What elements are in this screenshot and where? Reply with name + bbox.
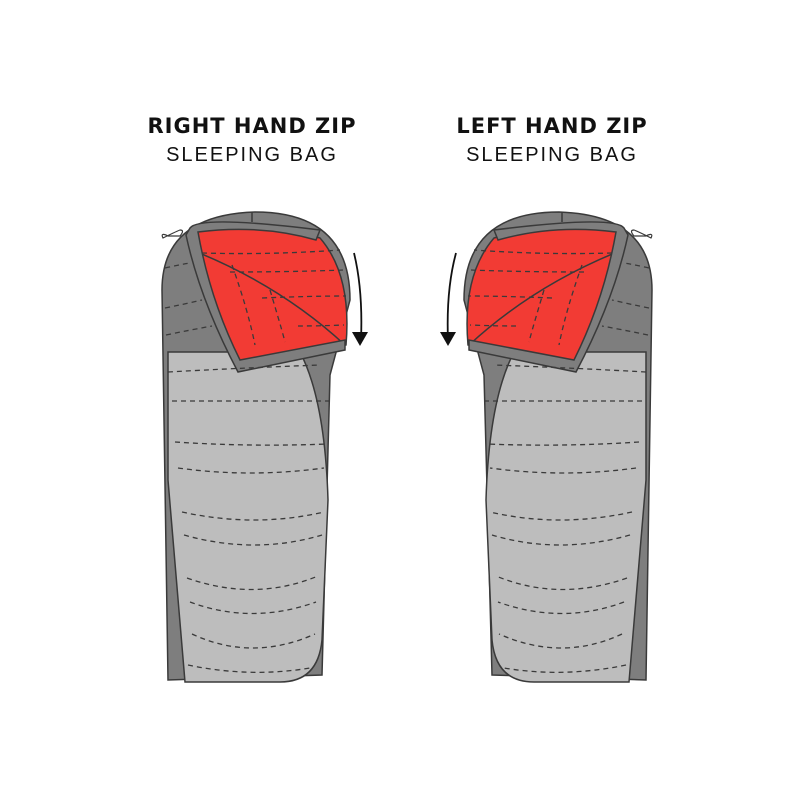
arrow-down-icon xyxy=(352,252,368,346)
arrow-down-icon xyxy=(440,252,457,346)
title-sub: SLEEPING BAG xyxy=(466,144,638,166)
left-hand-zip-bag xyxy=(463,211,653,683)
right-hand-zip-title: RIGHT HAND ZIP SLEEPING BAG xyxy=(112,112,392,170)
title-bold: LEFT HAND ZIP xyxy=(456,114,648,138)
right-hand-zip-bag xyxy=(161,211,368,683)
title-bold: RIGHT HAND ZIP xyxy=(147,114,357,138)
title-sub: SLEEPING BAG xyxy=(166,144,338,166)
left-hand-zip-title: LEFT HAND ZIP SLEEPING BAG xyxy=(412,112,692,170)
